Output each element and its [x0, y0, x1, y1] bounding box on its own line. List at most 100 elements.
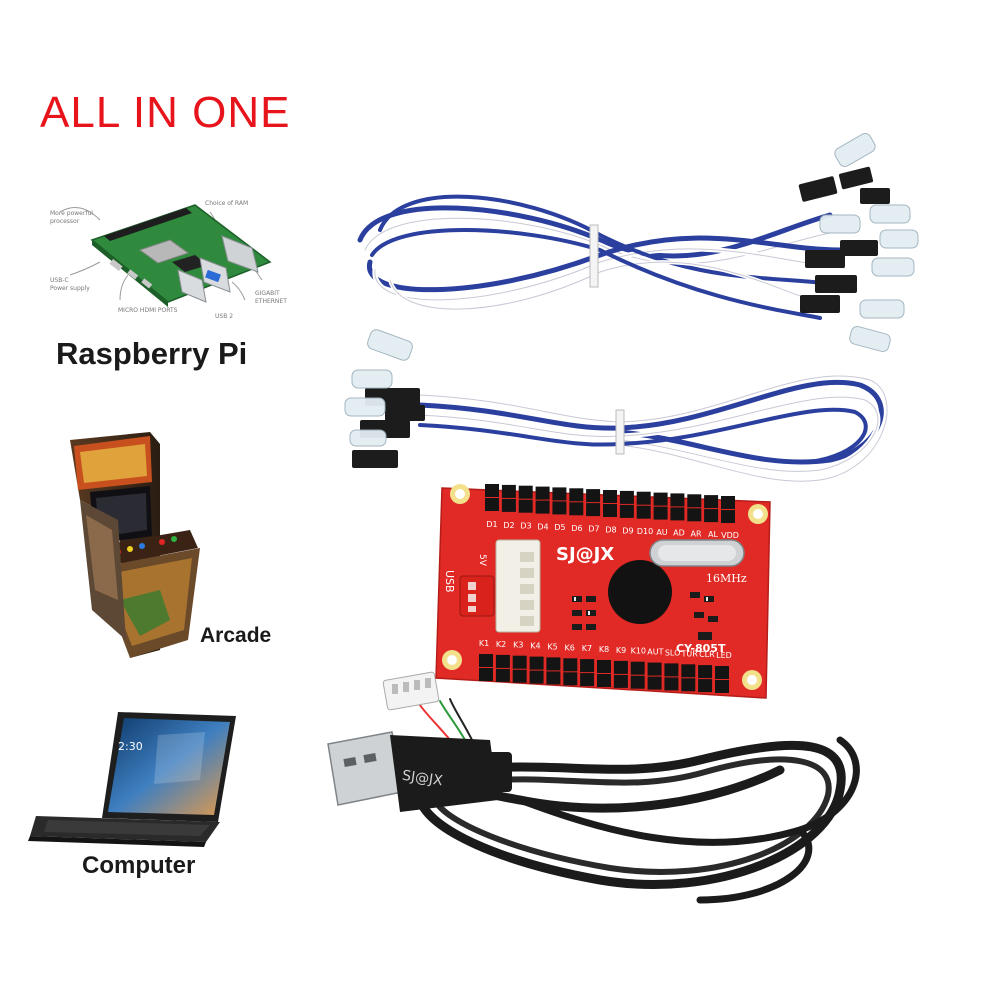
header-pin: [518, 485, 533, 499]
top-pin-label-d10: D10: [637, 527, 653, 536]
header-pin: [647, 676, 662, 690]
header-pin: [630, 675, 645, 689]
top-pin-label-d3: D3: [520, 522, 531, 531]
wire-connectors-lower: [344, 329, 425, 468]
board-model: CY-805T: [676, 642, 726, 655]
bottom-pin-label-k3: K3: [513, 641, 523, 650]
header-pin: [687, 508, 702, 522]
top-pin-label-d2: D2: [503, 521, 514, 530]
wire-harness-upper: [357, 194, 848, 320]
header-pin: [664, 677, 679, 691]
raspberry-pi-image: More powerful processor Choice of RAM US…: [50, 200, 287, 320]
header-pin: [704, 509, 719, 523]
top-pin-label-al: AL: [708, 530, 718, 539]
bottom-pin-label-k9: K9: [616, 646, 626, 655]
label-5v: 5V: [477, 554, 487, 567]
header-pin: [586, 489, 601, 503]
svg-text:USB-C: USB-C: [50, 277, 69, 284]
svg-text:USB 2: USB 2: [215, 313, 233, 320]
top-pin-label-d1: D1: [486, 520, 497, 529]
bottom-pin-label-k1: K1: [479, 639, 489, 648]
header-pin: [603, 504, 617, 517]
header-pin: [535, 500, 550, 514]
header-pin: [586, 503, 601, 517]
bottom-pin-label-led: LED: [716, 651, 732, 660]
header-pin: [479, 668, 493, 681]
bottom-pin-label-k8: K8: [599, 645, 609, 654]
raspberry-pi-caption: Raspberry Pi: [56, 336, 248, 371]
svg-text:ETHERNET: ETHERNET: [255, 298, 287, 305]
header-pin: [529, 656, 544, 670]
header-pin: [681, 664, 696, 678]
header-pin: [580, 659, 595, 673]
board-brand: SJ@JX: [556, 544, 614, 565]
header-pin: [563, 658, 578, 672]
svg-text:MICRO HDMI PORTS: MICRO HDMI PORTS: [118, 307, 178, 314]
svg-text:Power supply: Power supply: [50, 285, 90, 292]
encoder-chip: [608, 560, 672, 624]
header-pin: [546, 671, 561, 685]
top-pin-label-d5: D5: [554, 523, 565, 532]
header-pin: [715, 666, 729, 679]
bottom-pin-label-k4: K4: [530, 642, 540, 651]
header-pin: [715, 680, 729, 693]
bottom-pin-label-k7: K7: [582, 644, 592, 653]
encoder-board: 5V USB SJ@JX 16MHz C: [435, 484, 771, 699]
bottom-pin-label-k2: K2: [496, 640, 506, 649]
header-pin: [552, 501, 567, 515]
header-pin: [721, 496, 735, 509]
top-pin-label-d8: D8: [605, 526, 616, 535]
header-pin: [501, 484, 516, 498]
header-pin: [479, 654, 493, 667]
usb-plug: SJ@JX: [327, 671, 512, 812]
top-pin-header: [485, 484, 735, 523]
bottom-pin-label-clr: CLR: [699, 650, 715, 659]
header-pin: [698, 665, 713, 679]
headline-all-in-one: ALL IN ONE: [40, 88, 291, 137]
header-pin: [670, 493, 685, 507]
bottom-pin-label-k6: K6: [565, 643, 575, 652]
header-pin: [698, 679, 713, 693]
header-pin: [529, 670, 544, 684]
header-pin: [687, 494, 702, 508]
top-pin-label-d6: D6: [571, 524, 582, 533]
header-pin: [518, 499, 533, 513]
header-pin: [580, 673, 595, 687]
header-pin: [619, 504, 634, 518]
arcade-cabinet-image: [70, 432, 200, 658]
header-pin: [603, 490, 617, 503]
laptop-image: 2:30: [28, 712, 236, 847]
bottom-pin-label-k5: K5: [547, 642, 557, 651]
top-pin-label-d9: D9: [622, 526, 633, 535]
header-pin: [563, 672, 578, 686]
header-pin: [512, 669, 527, 683]
header-pin: [721, 510, 735, 523]
bottom-pin-header: [479, 654, 729, 693]
svg-text:Choice of RAM: Choice of RAM: [205, 200, 248, 207]
top-pin-label-vdd: VDD: [721, 531, 739, 540]
header-pin: [552, 487, 567, 501]
header-pin: [653, 506, 668, 520]
svg-text:More powerful: More powerful: [50, 210, 93, 217]
header-pin: [485, 484, 499, 497]
header-pin: [636, 491, 651, 505]
header-pin: [704, 495, 719, 509]
usb-molded-brand: SJ@JX: [401, 768, 444, 790]
header-pin: [569, 502, 584, 516]
header-pin: [613, 660, 628, 674]
arcade-caption: Arcade: [200, 624, 272, 647]
top-pin-label-d4: D4: [537, 522, 548, 531]
top-pin-label-ar: AR: [690, 529, 701, 538]
header-pin: [569, 488, 584, 502]
header-pin: [630, 661, 645, 675]
header-pin: [670, 507, 685, 521]
header-pin: [495, 654, 510, 668]
svg-text:GIGABIT: GIGABIT: [255, 290, 280, 297]
top-pin-label-d7: D7: [588, 525, 599, 534]
header-pin: [597, 674, 611, 687]
bottom-pin-label-slo: SLO: [665, 648, 681, 657]
